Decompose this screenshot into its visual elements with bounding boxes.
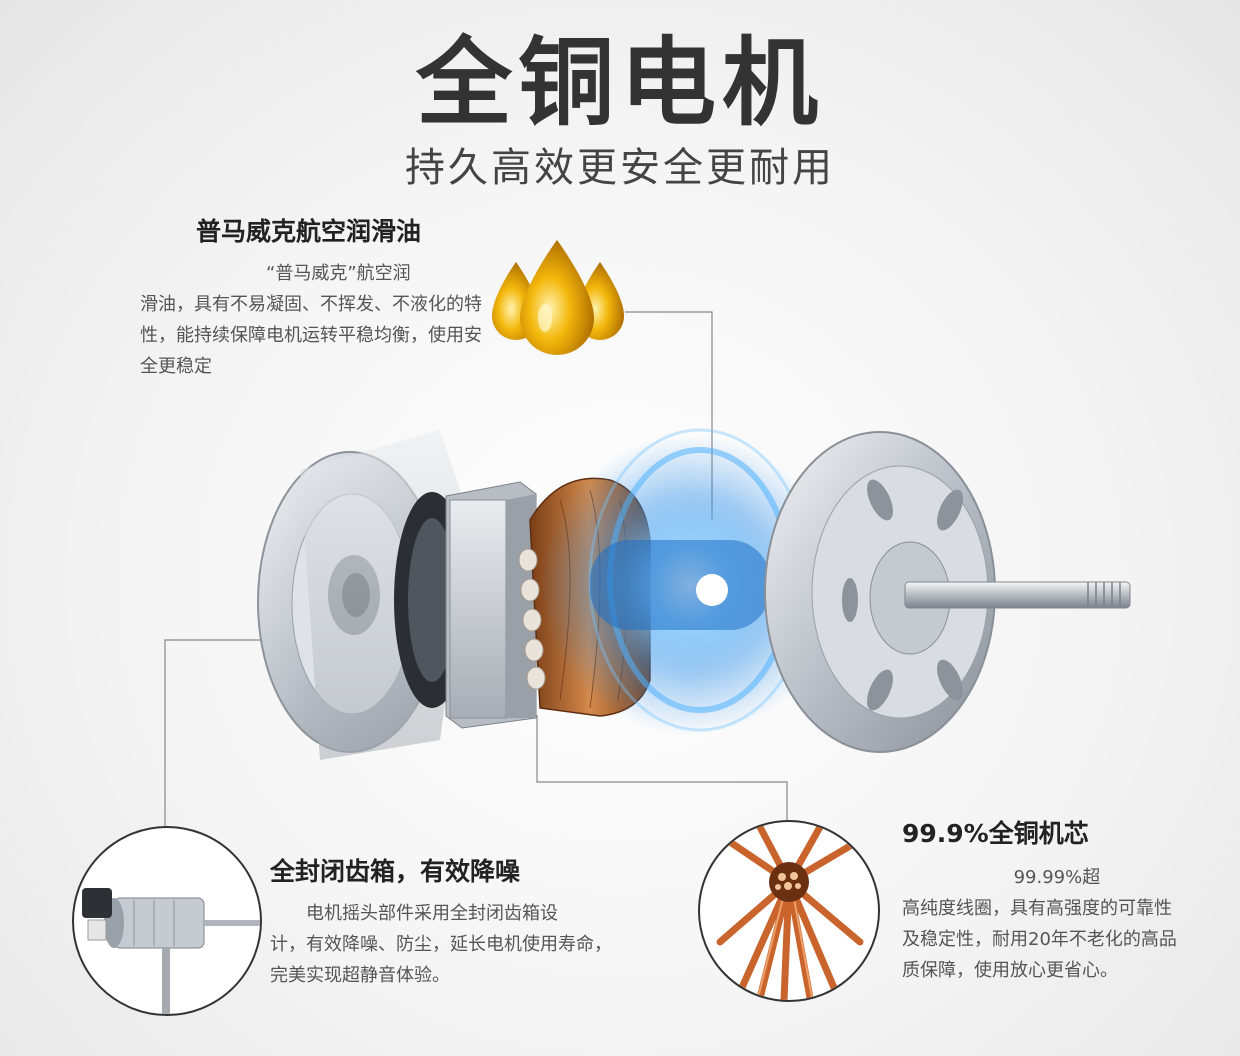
oil-drops-icon xyxy=(492,240,624,355)
gear-feature-body: 电机摇头部件采用全封闭齿箱设计，有效降噪、防尘，延长电机使用寿命，完美实现超静音… xyxy=(270,898,615,991)
gear-feature-title: 全封闭齿箱，有效降噪 xyxy=(270,857,521,886)
gear-callout-line xyxy=(164,639,293,826)
page-title: 全铜电机 xyxy=(416,27,824,139)
gear-body-line1: 电机摇头部件采用全封闭齿箱设 xyxy=(306,903,558,924)
page-subtitle: 持久高效更安全更耐用 xyxy=(405,145,835,191)
stator-block xyxy=(445,481,537,729)
copper-body-line1: 99.99%超 xyxy=(1013,867,1101,888)
oil-body-line1: “普马威克”航空润 xyxy=(266,263,411,284)
oil-feature-title: 普马威克航空润滑油 xyxy=(196,217,422,246)
copper-wire-icon xyxy=(698,820,880,1002)
fan-motor-icon xyxy=(72,826,262,1016)
oil-body-rest: 滑油，具有不易凝固、不挥发、不液化的特性，能持续保障电机运转平稳均衡，使用安全更… xyxy=(140,294,482,377)
copper-feature-body: 99.99%超高纯度线圈，具有高强度的可靠性及稳定性，耐用20年不老化的高品质保… xyxy=(902,862,1187,986)
copper-body-rest: 高纯度线圈，具有高强度的可靠性及稳定性，耐用20年不老化的高品质保障，使用放心更… xyxy=(902,898,1177,981)
right-end-cap xyxy=(764,431,996,753)
copper-feature-title: 99.9%全铜机芯 xyxy=(902,819,1089,848)
energy-glow xyxy=(540,428,840,735)
gear-body-rest: 计，有效降噪、防尘，延长电机使用寿命，完美实现超静音体验。 xyxy=(270,934,612,986)
copper-callout-line xyxy=(536,715,788,820)
oil-feature-body: “普马威克”航空润滑油，具有不易凝固、不挥发、不液化的特性，能持续保障电机运转平… xyxy=(140,258,485,382)
motor-shaft xyxy=(904,581,1131,609)
